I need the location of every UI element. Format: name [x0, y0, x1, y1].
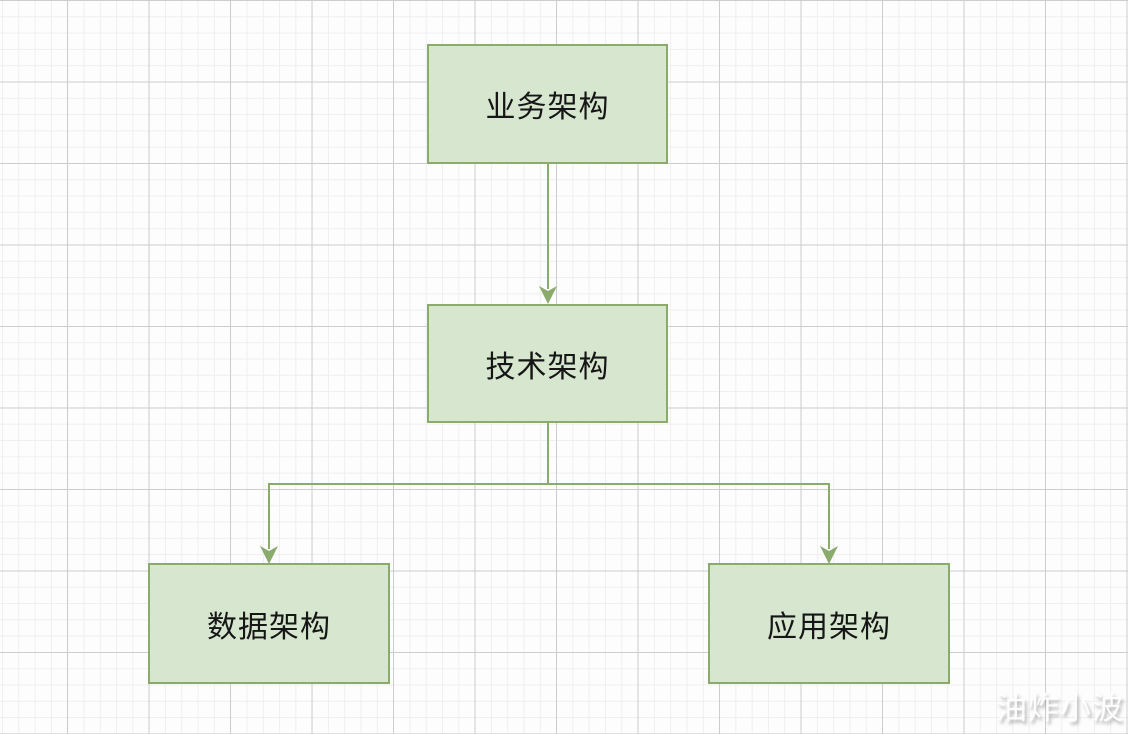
edge-technical-data	[268, 423, 549, 549]
node-business-architecture-label: 业务架构	[485, 91, 610, 124]
node-technical-architecture: 技术架构	[427, 304, 668, 423]
node-application-architecture: 应用架构	[708, 563, 950, 684]
node-data-architecture: 数据架构	[148, 563, 390, 684]
edge-technical-application	[548, 483, 830, 549]
node-data-architecture-label: 数据架构	[207, 610, 331, 644]
arrowhead-technical	[539, 286, 557, 304]
node-application-architecture-label: 应用架构	[767, 610, 891, 644]
arrowhead-data	[260, 546, 278, 564]
node-business-architecture: 业务架构	[427, 44, 668, 164]
node-technical-architecture-label: 技术架构	[485, 350, 610, 384]
watermark: 油炸小波	[996, 691, 1124, 726]
arrowhead-application	[820, 546, 838, 564]
